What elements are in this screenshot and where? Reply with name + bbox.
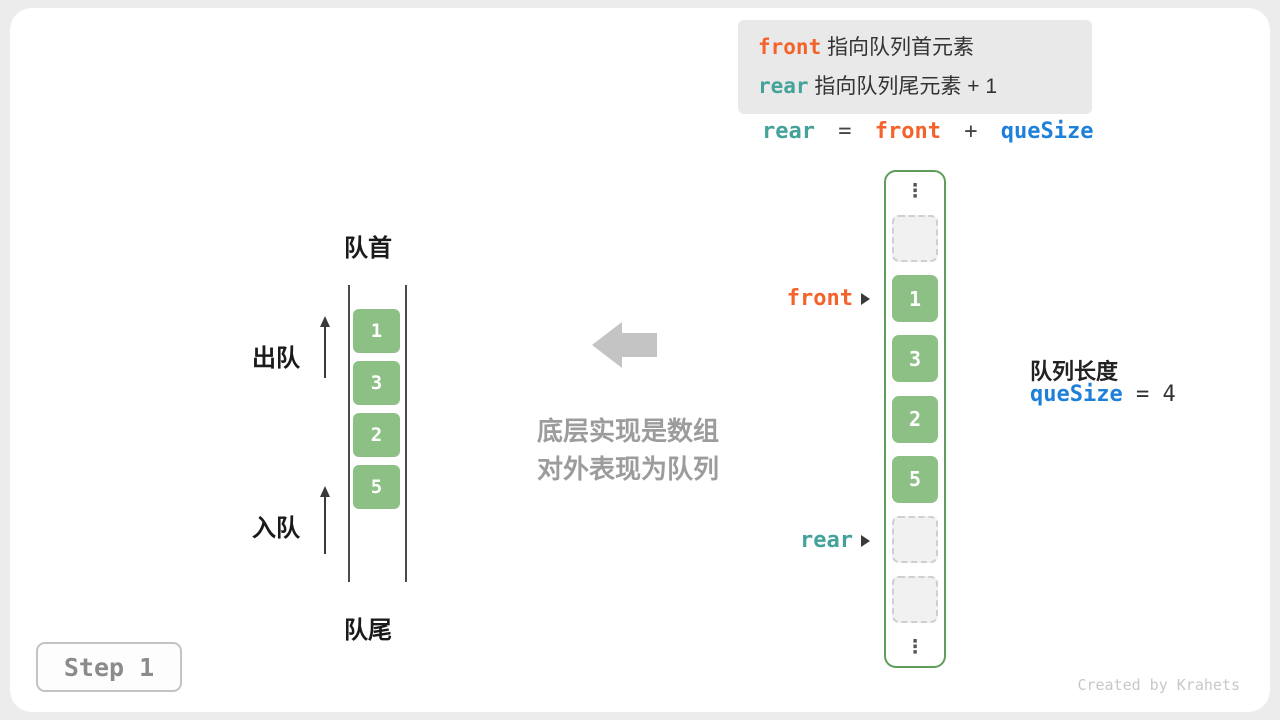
- quesize-value: = 4: [1135, 382, 1176, 407]
- formula-front: front: [874, 119, 941, 144]
- array-empty-cell: [892, 215, 938, 263]
- formula-quesize: queSize: [1000, 119, 1094, 144]
- quesize-keyword: queSize: [1030, 382, 1123, 407]
- formula-equals: =: [838, 119, 852, 144]
- diagram-card: [10, 8, 1270, 712]
- center-caption-line1: 底层实现是数组: [536, 416, 719, 446]
- queue-left-rail: [348, 285, 350, 582]
- legend-line-rear: rear 指向队列尾元素 + 1: [758, 67, 1072, 106]
- queue-right-rail: [405, 285, 407, 582]
- queue-cell: 1: [353, 309, 400, 353]
- center-caption: 底层实现是数组 对外表现为队列: [498, 412, 758, 488]
- queue-head-label: 队首: [344, 235, 392, 262]
- legend-rear-desc: 指向队列尾元素 + 1: [814, 75, 998, 98]
- array-cell: 2: [892, 395, 938, 443]
- queue-cell: 3: [353, 361, 400, 405]
- rear-pointer: rear: [752, 528, 870, 553]
- queue-tail-label: 队尾: [344, 617, 392, 644]
- step-badge: Step 1: [36, 642, 182, 692]
- ellipsis-top-icon: ⋮: [905, 180, 925, 202]
- dequeue-up-arrow-icon: [320, 316, 330, 378]
- center-caption-line2: 对外表现为队列: [536, 454, 719, 484]
- front-pointer: front: [752, 286, 870, 311]
- formula-plus: +: [964, 119, 978, 144]
- front-keyword: front: [758, 35, 822, 59]
- front-pointer-arrow-icon: [861, 292, 870, 305]
- array-empty-cell-rear: [892, 515, 938, 563]
- array-cell: 5: [892, 455, 938, 503]
- enqueue-label: 入队: [252, 515, 300, 542]
- left-arrow-shaft: [621, 333, 657, 357]
- dequeue-label: 出队: [252, 345, 300, 372]
- enqueue-up-arrow-icon: [320, 486, 330, 554]
- ellipsis-bottom-icon: ⋮: [905, 636, 925, 658]
- rear-keyword: rear: [758, 74, 809, 98]
- formula: rear = front + queSize: [762, 119, 1103, 144]
- legend-line-front: front 指向队列首元素: [758, 28, 1072, 67]
- queue-cell: 5: [353, 465, 400, 509]
- front-pointer-label: front: [786, 286, 853, 311]
- left-arrow-head: [592, 322, 622, 368]
- legend-front-desc: 指向队列首元素: [827, 36, 975, 59]
- rear-pointer-label: rear: [800, 528, 853, 553]
- rear-pointer-arrow-icon: [861, 534, 870, 547]
- quesize-value-line: queSize = 4: [1030, 382, 1176, 407]
- array-cell-front: 1: [892, 275, 938, 323]
- left-arrow-icon: [592, 322, 658, 368]
- array-empty-cell: [892, 575, 938, 623]
- legend-box: front 指向队列首元素 rear 指向队列尾元素 + 1: [738, 20, 1092, 114]
- array-container: ⋮ 1 3 2 5 ⋮: [884, 170, 946, 668]
- array-cell: 3: [892, 335, 938, 383]
- credit-text: Created by Krahets: [1077, 676, 1240, 694]
- queue-length-label: 队列长度: [1030, 359, 1119, 384]
- formula-rear: rear: [762, 119, 815, 144]
- queue-cell: 2: [353, 413, 400, 457]
